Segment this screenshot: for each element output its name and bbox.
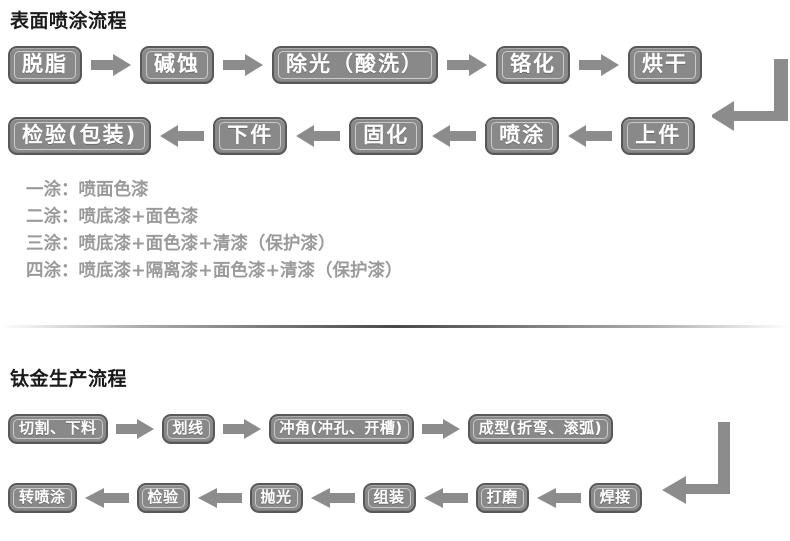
spray-flow-row-2: 检验(包装) 下件 固化 喷涂 上件 [8, 117, 696, 155]
flow-node-zhuanpentu[interactable]: 转喷涂 [8, 483, 77, 513]
arrow-right-icon [222, 419, 261, 439]
arrow-left-icon [432, 125, 477, 147]
flow-node-jianshi[interactable]: 碱蚀 [140, 46, 214, 84]
coating-legend-line: 三涂：喷底漆+面色漆+清漆（保护漆） [26, 234, 336, 254]
spray-section-title: 表面喷涂流程 [10, 10, 128, 32]
flow-node-label: 成型(折弯、滚弧) [472, 418, 608, 440]
flow-node-label: 烘干 [634, 51, 696, 79]
flow-node-honggan[interactable]: 烘干 [628, 46, 702, 84]
arrow-right-icon [447, 54, 487, 76]
coating-legend: 一涂：喷面色漆 二涂：喷底漆+面色漆 三涂：喷底漆+面色漆+清漆（保护漆） 四涂… [26, 177, 403, 285]
arrow-left-icon [536, 488, 581, 508]
flow-node-guhua[interactable]: 固化 [349, 117, 424, 155]
flow-return-connector [712, 55, 790, 143]
arrow-left-icon [568, 125, 613, 147]
flow-node-label: 铬化 [502, 51, 564, 79]
flow-node-hanjie[interactable]: 焊接 [588, 483, 642, 513]
flow-node-label: 上件 [627, 122, 690, 150]
flow-node-chongjiao[interactable]: 冲角(冲孔、开槽) [268, 414, 414, 444]
arrow-right-icon [421, 419, 460, 439]
flow-node-chuguang[interactable]: 除光（酸洗） [272, 46, 438, 84]
flow-node-label: 划线 [166, 418, 210, 440]
arrow-left-icon [423, 488, 468, 508]
flow-node-jianyan[interactable]: 检验 [136, 483, 190, 513]
flow-node-qiege-xialiao[interactable]: 切割、下料 [8, 414, 108, 444]
coating-legend-line: 四涂：喷底漆+隔离漆+面色漆+清漆（保护漆） [26, 261, 403, 281]
flow-node-shangjian[interactable]: 上件 [621, 117, 696, 155]
flow-node-damo[interactable]: 打磨 [475, 483, 529, 513]
flow-node-label: 组装 [367, 487, 411, 509]
flow-node-tuozhi[interactable]: 脱脂 [8, 46, 82, 84]
arrow-right-icon [115, 419, 154, 439]
arrow-right-icon [579, 54, 619, 76]
flow-node-label: 固化 [355, 122, 418, 150]
arrow-left-icon [84, 488, 129, 508]
flow-node-label: 检验 [141, 487, 185, 509]
section-divider [0, 325, 790, 328]
flow-node-label: 焊接 [593, 487, 637, 509]
flow-node-label: 脱脂 [14, 51, 76, 79]
flow-node-huaxian[interactable]: 划线 [161, 414, 215, 444]
flow-node-jianyan-baozhuang[interactable]: 检验(包装) [8, 117, 152, 155]
flow-node-gehua[interactable]: 铬化 [496, 46, 570, 84]
flow-node-label: 下件 [219, 122, 282, 150]
flow-node-chengxing[interactable]: 成型(折弯、滚弧) [467, 414, 613, 444]
flow-node-label: 喷涂 [491, 122, 554, 150]
spray-flow-row-1: 脱脂 碱蚀 除光（酸洗） 铬化 烘干 [8, 46, 702, 84]
arrow-left-icon [296, 125, 341, 147]
flow-return-connector [660, 420, 790, 520]
arrow-left-icon [197, 488, 242, 508]
flow-node-xiajian[interactable]: 下件 [213, 117, 288, 155]
titanium-flow-row-2: 转喷涂 检验 抛光 组装 打磨 焊接 [8, 483, 642, 513]
flow-node-pentu[interactable]: 喷涂 [485, 117, 560, 155]
arrow-left-icon [160, 125, 205, 147]
flow-node-label: 切割、下料 [13, 418, 103, 440]
coating-legend-line: 二涂：喷底漆+面色漆 [26, 207, 199, 227]
arrow-left-icon [310, 488, 355, 508]
flow-node-zuzhuang[interactable]: 组装 [362, 483, 416, 513]
flow-node-label: 转喷涂 [13, 487, 72, 509]
flow-node-label: 打磨 [480, 487, 524, 509]
flow-node-paoguang[interactable]: 抛光 [249, 483, 303, 513]
arrow-right-icon [91, 54, 131, 76]
flow-node-label: 碱蚀 [146, 51, 208, 79]
coating-legend-line: 一涂：喷面色漆 [26, 180, 149, 200]
flow-node-label: 抛光 [254, 487, 298, 509]
flow-node-label: 检验(包装) [14, 122, 146, 150]
titanium-section-title: 钛金生产流程 [10, 368, 128, 390]
arrow-right-icon [223, 54, 263, 76]
flow-node-label: 冲角(冲孔、开槽) [273, 418, 409, 440]
flow-node-label: 除光（酸洗） [278, 51, 432, 79]
titanium-flow-row-1: 切割、下料 划线 冲角(冲孔、开槽) 成型(折弯、滚弧) [8, 414, 613, 444]
